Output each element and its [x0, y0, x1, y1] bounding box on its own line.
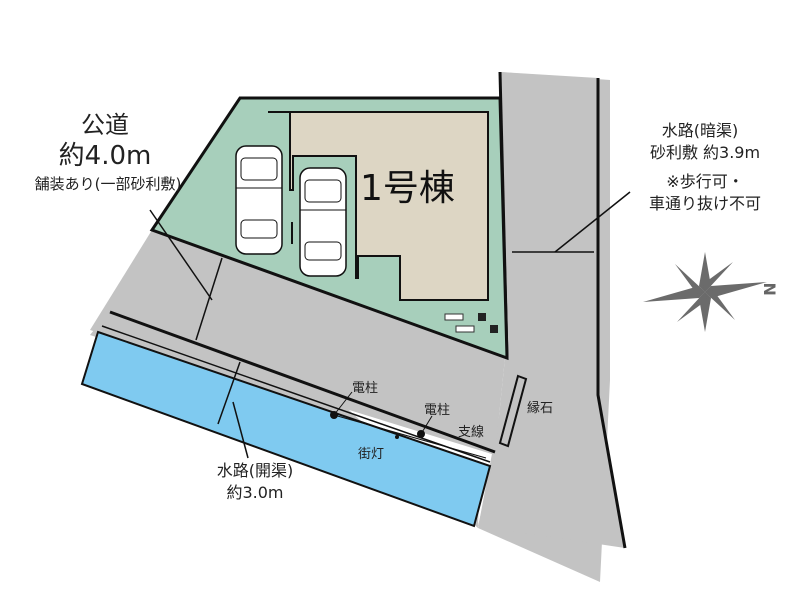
north-label: N — [760, 282, 780, 296]
car-icon — [299, 167, 347, 277]
public-road-width: 約4.0m — [58, 141, 152, 171]
curb-stone — [498, 374, 528, 448]
covered-channel-note-2: 車通り抜け不可 — [648, 194, 761, 213]
covered-channel — [478, 72, 625, 548]
covered-channel-title: 水路(暗渠) — [661, 121, 739, 140]
open-channel-width: 約3.0m — [226, 483, 284, 502]
open-channel — [80, 330, 492, 528]
covered-channel-width: 砂利敷 約3.9m — [649, 143, 761, 162]
car-icon — [235, 145, 283, 255]
utility-pole-2-label: 電柱 — [424, 403, 451, 418]
water-meter-icon — [444, 313, 498, 333]
public-road-note: 舗装あり(一部砂利敷) — [34, 175, 182, 193]
building-label: 1号棟 — [360, 168, 455, 209]
building-footprint — [289, 111, 489, 301]
curb-stone-label: 縁石 — [527, 401, 554, 416]
utility-pole-1-label: 電柱 — [352, 381, 379, 396]
compass-rose-icon — [643, 252, 767, 332]
public-road-title: 公道 — [81, 111, 129, 139]
covered-channel-note-1: ※歩行可・ — [666, 172, 744, 191]
guy-wire-label: 支線 — [458, 425, 485, 440]
public-road-band — [90, 230, 505, 455]
open-channel-title: 水路(開渠) — [216, 461, 294, 480]
street-light-label: 街灯 — [358, 447, 385, 462]
street-light — [395, 435, 399, 439]
